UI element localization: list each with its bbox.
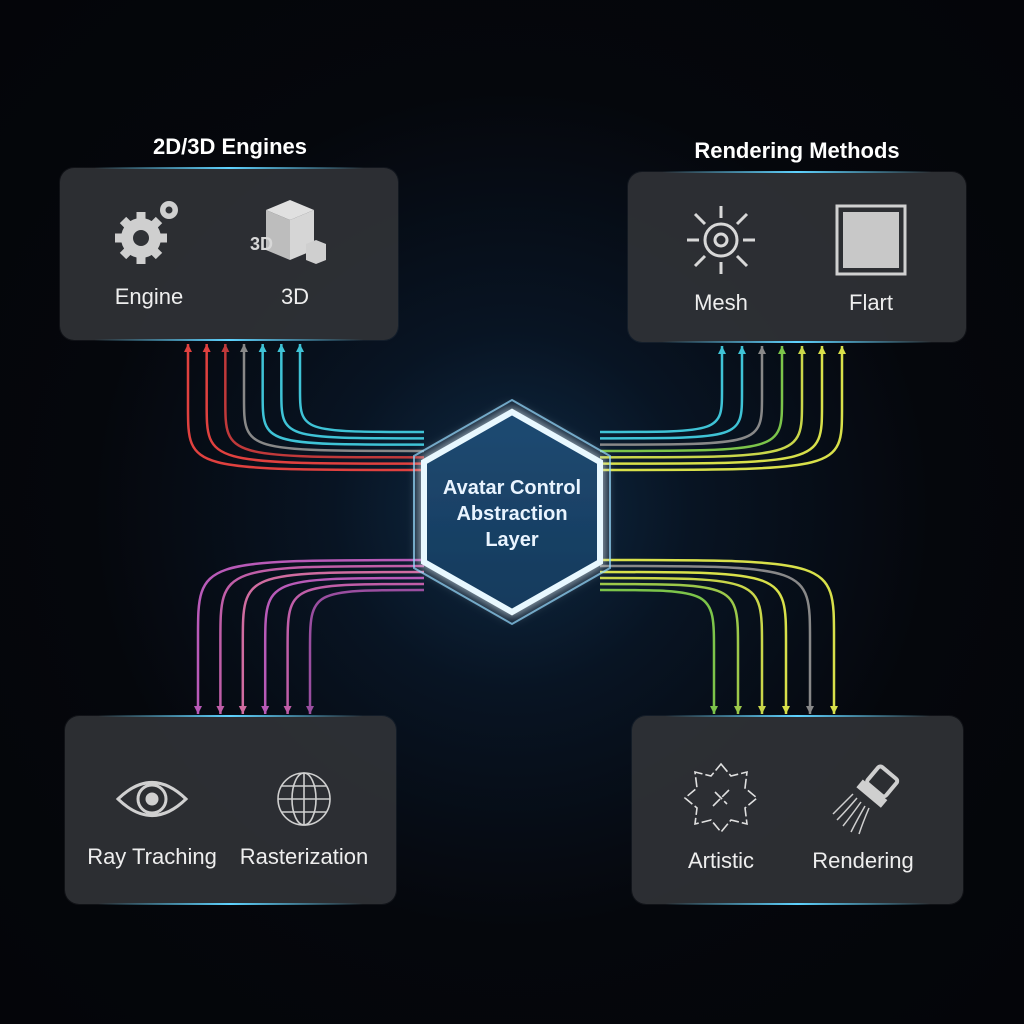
connection-line xyxy=(308,588,425,714)
ray-tracing-panel: Ray Traching Rasterization xyxy=(65,715,396,905)
mesh-icon xyxy=(687,206,755,274)
cube-3d-icon: 3D xyxy=(250,200,326,264)
connection-line xyxy=(224,344,425,459)
arrowhead-icon xyxy=(830,706,838,714)
arrowhead-icon xyxy=(758,346,766,354)
rendering-label: Rendering xyxy=(812,848,914,873)
connection-line xyxy=(599,346,764,446)
arrowhead-icon xyxy=(778,346,786,354)
center-line-1: Avatar Control xyxy=(442,477,582,499)
mesh-label: Mesh xyxy=(694,290,748,315)
connection-line xyxy=(263,576,425,714)
arrowhead-icon xyxy=(238,706,247,714)
arrowhead-icon xyxy=(818,346,826,354)
engines-panel: Engine 3D 3D xyxy=(60,167,398,341)
arrowhead-icon xyxy=(283,706,292,714)
connection-line xyxy=(241,570,425,714)
connection-line xyxy=(599,558,836,714)
connection-line xyxy=(286,582,425,714)
abstraction-layer-label: Avatar Control Abstraction Layer xyxy=(412,475,612,553)
ray-tracing-item: Ray Traching xyxy=(77,764,227,870)
connection-line xyxy=(196,558,425,714)
brush-icon xyxy=(832,764,900,835)
connection-line xyxy=(599,346,784,453)
3d-label: 3D xyxy=(280,284,310,309)
arrowhead-icon xyxy=(216,706,225,714)
arrowhead-icon xyxy=(240,344,248,352)
flart-item: Flart xyxy=(796,200,946,316)
connection-line xyxy=(242,344,425,453)
frame-icon xyxy=(835,204,907,276)
connection-line xyxy=(599,570,788,714)
connection-line xyxy=(205,344,425,465)
connection-line xyxy=(599,346,824,465)
center-line-3: Layer xyxy=(485,529,539,551)
arrowhead-icon xyxy=(758,706,766,714)
rasterization-label: Rasterization xyxy=(239,844,369,869)
3d-badge: 3D xyxy=(250,234,273,254)
group-title-rendering-methods: Rendering Methods xyxy=(694,138,900,163)
rendering-methods-panel: Mesh Flart xyxy=(628,171,966,343)
center-line-2: Abstraction xyxy=(456,503,568,525)
connection-line xyxy=(280,344,425,440)
3d-item: 3D 3D xyxy=(220,194,370,310)
arrowhead-icon xyxy=(296,344,304,352)
arrowhead-icon xyxy=(221,344,230,352)
arrowhead-icon xyxy=(184,344,192,352)
engine-item: Engine xyxy=(74,194,224,310)
connection-line xyxy=(599,588,716,714)
mesh-item: Mesh xyxy=(646,200,796,316)
connection-line xyxy=(599,564,812,714)
arrowhead-icon xyxy=(258,344,267,352)
arrowhead-icon xyxy=(194,706,202,714)
rasterization-item: Rasterization xyxy=(229,764,379,870)
arrowhead-icon xyxy=(710,706,718,714)
gear-icon xyxy=(115,201,178,264)
arrowhead-icon xyxy=(261,706,270,714)
arrowhead-icon xyxy=(782,706,790,714)
arrowhead-icon xyxy=(202,344,211,352)
connection-line xyxy=(261,344,425,446)
arrowhead-icon xyxy=(718,346,726,354)
ray-tracing-label: Ray Traching xyxy=(87,844,217,869)
connection-line xyxy=(599,576,764,714)
artistic-rendering-panel: Artistic Rendering xyxy=(632,715,963,905)
engine-label: Engine xyxy=(114,284,184,309)
group-title-engines: 2D/3D Engines xyxy=(152,134,308,159)
artistic-label: Artistic xyxy=(688,848,754,873)
rendering-item: Rendering xyxy=(788,758,938,874)
arrowhead-icon xyxy=(738,346,746,354)
flart-label: Flart xyxy=(849,290,893,315)
connection-line xyxy=(298,344,425,434)
arrowhead-icon xyxy=(306,706,314,714)
arrowhead-icon xyxy=(838,346,846,354)
connection-line xyxy=(599,346,804,459)
artistic-item: Artistic xyxy=(646,758,796,874)
globe-icon xyxy=(277,772,331,826)
artistic-icon xyxy=(683,762,759,834)
connection-line xyxy=(599,346,844,472)
connection-line xyxy=(186,344,425,472)
arrowhead-icon xyxy=(277,344,286,352)
eye-icon xyxy=(115,781,189,817)
connection-line xyxy=(219,564,425,714)
connection-line xyxy=(599,346,724,434)
arrowhead-icon xyxy=(734,706,742,714)
arrowhead-icon xyxy=(798,346,806,354)
arrowhead-icon xyxy=(806,706,814,714)
connection-line xyxy=(599,582,740,714)
connection-line xyxy=(599,346,744,440)
